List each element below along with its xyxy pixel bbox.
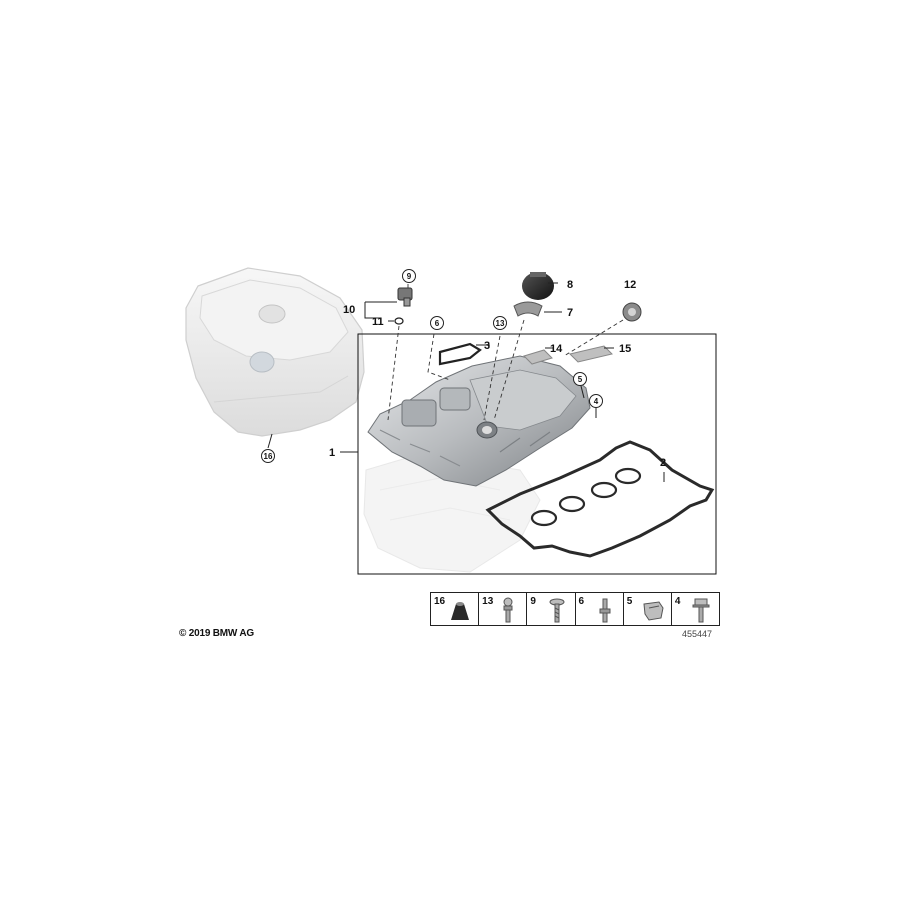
callout-15: 15 [619, 343, 631, 355]
clip-icon [643, 601, 664, 621]
legend-cell: 13 [479, 593, 528, 625]
callout-4: 4 [594, 397, 599, 406]
cap-seal-part [513, 301, 543, 317]
callout-2: 2 [660, 457, 666, 469]
legend-cell: 6 [576, 593, 624, 625]
callout-7: 7 [567, 307, 573, 319]
callout-6: 6 [435, 319, 440, 328]
callout-14: 14 [550, 343, 563, 355]
oil-filler-cap-part [522, 272, 554, 300]
legend-number: 16 [434, 596, 446, 607]
callout-16: 16 [264, 452, 273, 461]
legend-number: 5 [626, 596, 633, 607]
legend-cell: 9 [527, 593, 576, 625]
callout-11: 11 [372, 316, 384, 328]
callout-3: 3 [484, 340, 490, 352]
pad-14-part [523, 349, 553, 365]
callout-1: 1 [329, 447, 335, 459]
legend-cell: 4 [672, 593, 719, 625]
diagram-number: 455447 [682, 629, 713, 639]
gasket-part [485, 440, 715, 558]
copyright-notice: © 2019 BMW AG [179, 628, 254, 639]
legend-number: 6 [578, 596, 585, 607]
legend-cell: 5 [624, 593, 672, 625]
cylinder-head-cover-part [367, 355, 591, 487]
pad-15-part [569, 345, 613, 363]
o-ring-part [394, 317, 404, 325]
legend-cell: 16 [431, 593, 480, 625]
bolt-icon [692, 598, 710, 623]
screw-icon [549, 598, 565, 623]
callout-13: 13 [496, 319, 505, 328]
legend-number: 9 [530, 596, 536, 607]
callout-labels: 1 2 3 7 8 10 11 12 14 15 [329, 279, 666, 469]
main-assembly-frame [357, 333, 717, 575]
callout-9: 9 [407, 272, 412, 281]
legend-number: 13 [482, 596, 494, 607]
sensor-part [397, 287, 413, 307]
leader-lines [267, 282, 665, 482]
callout-12: 12 [624, 279, 636, 291]
stud-icon [599, 598, 611, 623]
seal-ring-part [438, 342, 482, 366]
engine-cover-part [185, 267, 365, 437]
legend-number: 4 [674, 596, 681, 607]
ball-stud-icon [503, 597, 513, 623]
grommet-icon [451, 602, 470, 620]
fastener-legend: 16 13 9 6 5 [430, 592, 720, 626]
circled-callouts: 9 6 13 5 4 16 [261, 269, 603, 463]
callout-8: 8 [567, 279, 573, 291]
callout-10: 10 [343, 304, 355, 316]
grommet-part [622, 302, 642, 322]
callout-5: 5 [578, 375, 583, 384]
